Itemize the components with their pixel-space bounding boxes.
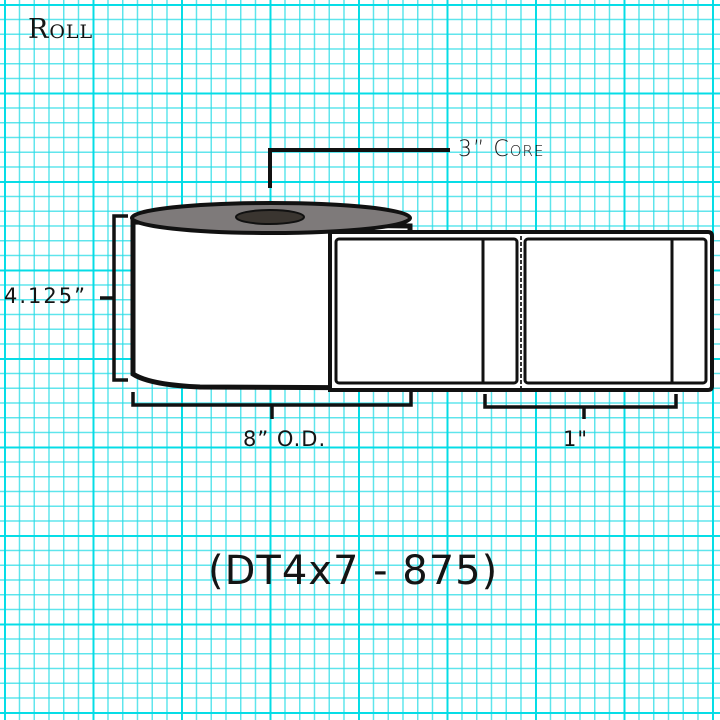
outer-diameter-label: 8” O.D. [243,427,327,451]
core-hole [235,209,305,225]
label-2 [523,237,708,385]
height-bracket [100,214,128,382]
label-strip [328,230,714,392]
label-1 [334,237,519,385]
label-gap-label: 1" [563,427,589,451]
core-callout-line [268,148,450,188]
roll-height-label: 4.125” [4,284,87,308]
gap-bracket [483,394,678,419]
product-code: (DT4x7 - 875) [208,548,499,594]
core-size-label: 3” Core [458,137,545,162]
od-bracket [131,392,413,419]
diagram-title: Roll [28,14,94,45]
